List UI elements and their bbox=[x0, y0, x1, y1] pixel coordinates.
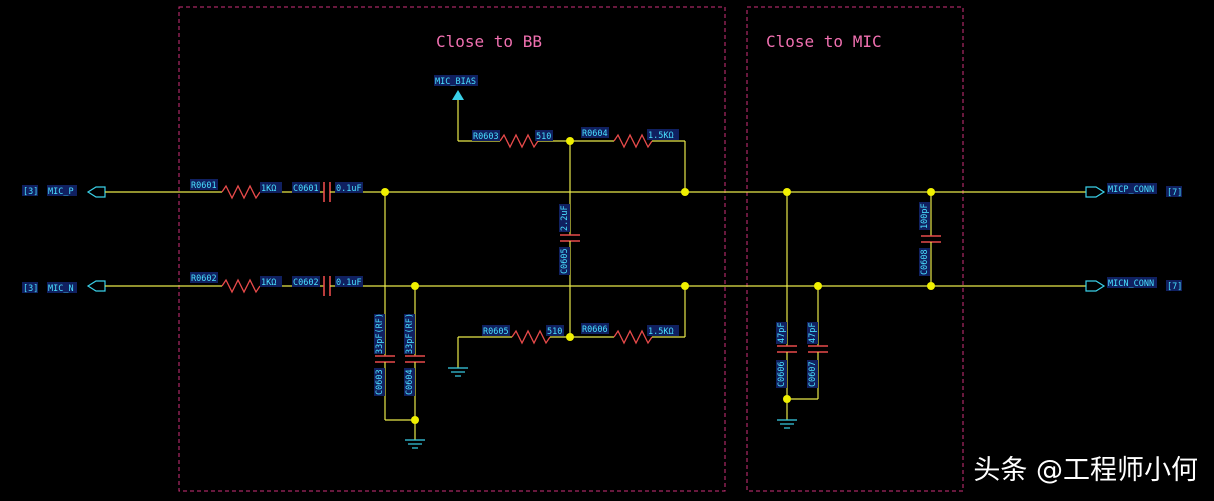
port-mic-p bbox=[86, 186, 222, 198]
c0607-ref: C0607 bbox=[808, 361, 818, 387]
junction-dot bbox=[681, 282, 689, 290]
port-micn-conn bbox=[1085, 280, 1106, 292]
junction-dot bbox=[381, 188, 389, 196]
region-title-bb: Close to BB bbox=[436, 32, 542, 51]
r0606-ref: R0606 bbox=[582, 325, 608, 335]
c0606-ref: C0606 bbox=[777, 361, 787, 387]
r0601-ref: R0601 bbox=[191, 181, 217, 191]
junction-dot bbox=[783, 188, 791, 196]
c0604-value: 33pF(RF) bbox=[405, 313, 415, 354]
region-close-to-bb bbox=[178, 6, 726, 492]
region-title-mic: Close to MIC bbox=[766, 32, 882, 51]
r0606-value: 1.5KΩ bbox=[648, 327, 674, 337]
resistor-r0602 bbox=[221, 278, 261, 294]
junction-dot bbox=[411, 282, 419, 290]
ground-r0605 bbox=[448, 337, 468, 377]
capacitor-c0601 bbox=[323, 182, 331, 202]
c0604-ref: C0604 bbox=[405, 369, 415, 395]
capacitor-c0604 bbox=[405, 355, 425, 363]
ref-left-p: [3] bbox=[23, 187, 38, 197]
r0602-value: 1KΩ bbox=[261, 278, 276, 288]
port-micp-conn bbox=[1085, 186, 1106, 198]
net-micp-conn: MICP_CONN bbox=[1108, 185, 1154, 195]
ref-right-n: [7] bbox=[1167, 282, 1182, 292]
c0608-ref: C0608 bbox=[920, 249, 930, 275]
ref-right-p: [7] bbox=[1167, 188, 1182, 198]
junctions bbox=[381, 137, 935, 424]
net-mic-p: MIC_P bbox=[48, 187, 74, 197]
junction-dot bbox=[814, 282, 822, 290]
c0603-ref: C0603 bbox=[375, 369, 385, 395]
c0605-value: 2.2uF bbox=[560, 205, 570, 231]
junction-dot bbox=[927, 282, 935, 290]
resistor-r0604 bbox=[613, 133, 653, 149]
r0602-ref: R0602 bbox=[191, 274, 217, 284]
port-mic-n bbox=[86, 280, 222, 292]
junction-dot bbox=[681, 188, 689, 196]
junction-dot bbox=[927, 188, 935, 196]
capacitor-c0608 bbox=[921, 235, 941, 243]
capacitor-c0606 bbox=[777, 345, 797, 353]
resistor-r0605 bbox=[511, 329, 551, 345]
c0603-value: 33pF(RF) bbox=[375, 313, 385, 354]
junction-dot bbox=[411, 416, 419, 424]
c0608-value: 100pF bbox=[920, 203, 930, 229]
r0603-value: 510 bbox=[536, 132, 551, 142]
ground-c0606-c0607 bbox=[777, 419, 797, 429]
resistor-r0606 bbox=[613, 329, 653, 345]
c0601-value: 0.1uF bbox=[336, 184, 362, 194]
resistor-r0603 bbox=[499, 133, 539, 149]
ground-c0603-c0604 bbox=[405, 439, 425, 449]
r0603-ref: R0603 bbox=[473, 132, 499, 142]
region-close-to-mic bbox=[746, 6, 964, 492]
c0602-value: 0.1uF bbox=[336, 278, 362, 288]
net-mic-bias: MIC_BIAS bbox=[435, 77, 476, 87]
capacitor-c0603 bbox=[375, 355, 395, 363]
r0604-ref: R0604 bbox=[582, 129, 608, 139]
junction-dot bbox=[566, 333, 574, 341]
c0602-ref: C0602 bbox=[293, 278, 319, 288]
r0605-value: 510 bbox=[547, 327, 562, 337]
c0605-ref: C0605 bbox=[560, 248, 570, 274]
net-micn-conn: MICN_CONN bbox=[1108, 279, 1154, 289]
c0601-ref: C0601 bbox=[293, 184, 319, 194]
r0605-ref: R0605 bbox=[483, 327, 509, 337]
c0606-value: 47pF bbox=[777, 323, 787, 343]
watermark: 头条 @工程师小何 bbox=[973, 455, 1198, 486]
net-mic-n: MIC_N bbox=[48, 284, 74, 294]
c0607-value: 47pF bbox=[808, 323, 818, 343]
capacitor-c0605 bbox=[560, 234, 580, 242]
capacitor-c0602 bbox=[323, 276, 331, 296]
resistor-r0601 bbox=[221, 184, 261, 200]
capacitor-c0607 bbox=[808, 345, 828, 353]
junction-dot bbox=[566, 137, 574, 145]
ref-left-n: [3] bbox=[23, 284, 38, 294]
r0604-value: 1.5KΩ bbox=[648, 131, 674, 141]
r0601-value: 1KΩ bbox=[261, 184, 276, 194]
junction-dot bbox=[783, 395, 791, 403]
